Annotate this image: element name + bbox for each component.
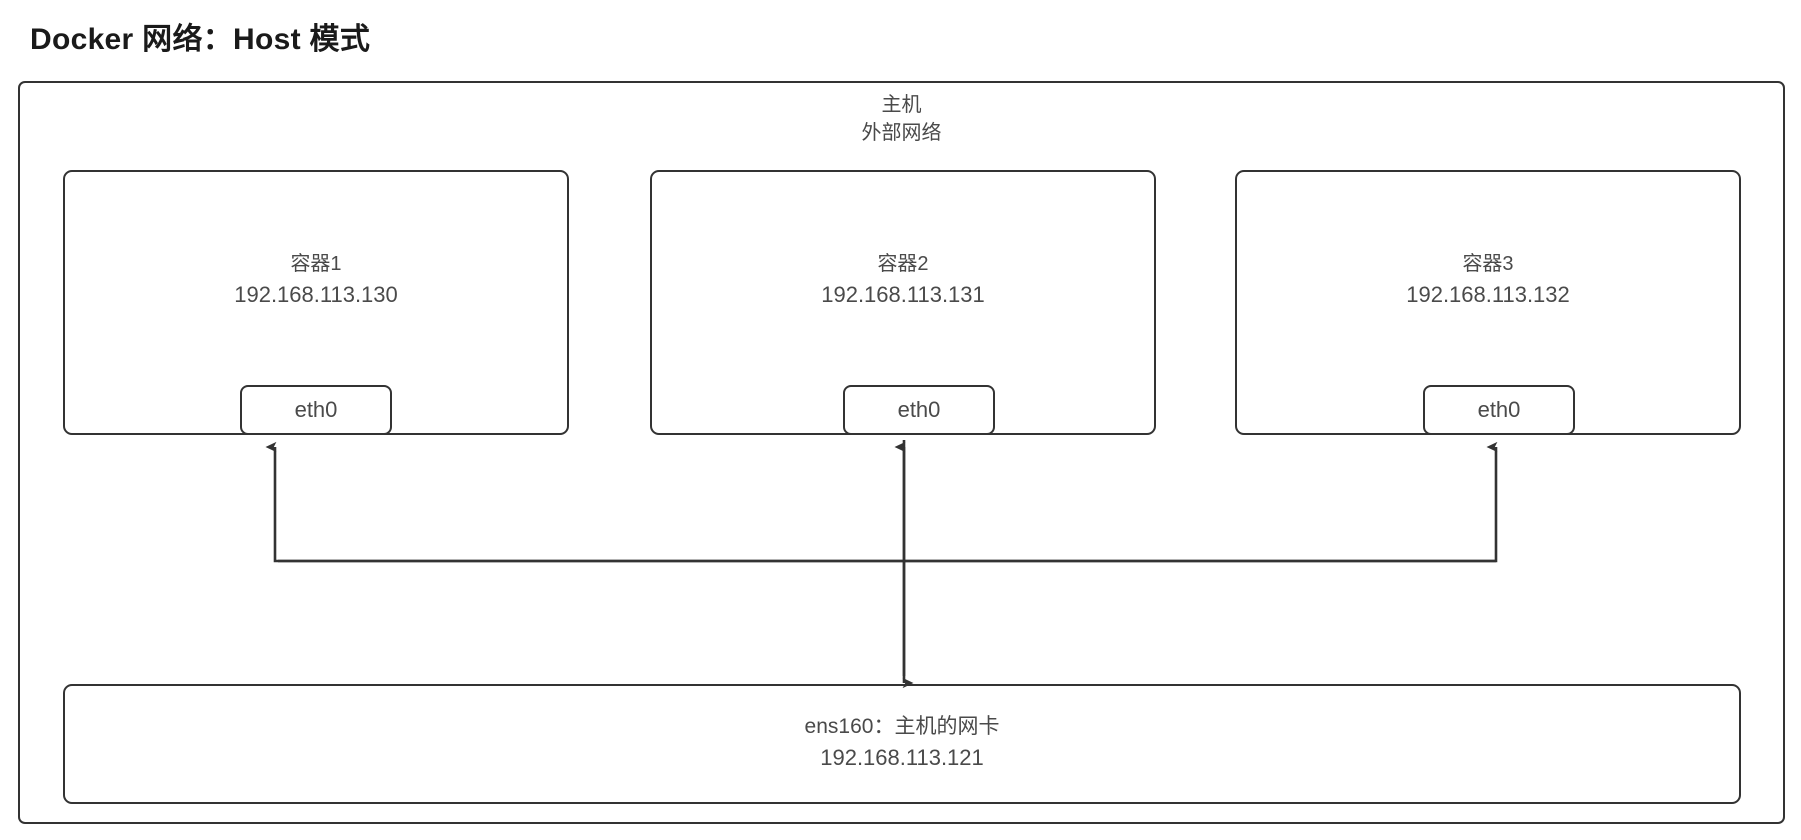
container-2-name: 容器2 <box>877 253 929 275</box>
container-3-name: 容器3 <box>1462 253 1514 275</box>
eth0-chip-container-1[interactable]: eth0 <box>240 385 392 435</box>
eth0-chip-container-2[interactable]: eth0 <box>843 385 995 435</box>
host-label-primary: 主机 <box>881 94 922 116</box>
eth0-chip-container-3[interactable]: eth0 <box>1423 385 1575 435</box>
host-nic-name: ens160：主机的网卡 <box>804 715 1000 738</box>
container-1-label-group: 容器1 192.168.113.130 <box>65 250 567 311</box>
container-1-name: 容器1 <box>290 253 342 275</box>
container-2-ip: 192.168.113.131 <box>821 282 985 307</box>
container-1-ip: 192.168.113.130 <box>234 282 398 307</box>
container-3-label-group: 容器3 192.168.113.132 <box>1237 250 1739 311</box>
container-3-ip: 192.168.113.132 <box>1406 282 1570 307</box>
host-nic-label-group: ens160：主机的网卡 192.168.113.121 <box>65 712 1739 774</box>
host-nic-box[interactable]: ens160：主机的网卡 192.168.113.121 <box>63 684 1741 804</box>
container-2-label-group: 容器2 192.168.113.131 <box>652 250 1154 311</box>
host-label-secondary: 外部网络 <box>861 122 942 145</box>
host-nic-ip: 192.168.113.121 <box>820 745 984 771</box>
host-label-group: 主机 外部网络 <box>20 91 1783 148</box>
page-title: Docker 网络：Host 模式 <box>30 23 371 56</box>
